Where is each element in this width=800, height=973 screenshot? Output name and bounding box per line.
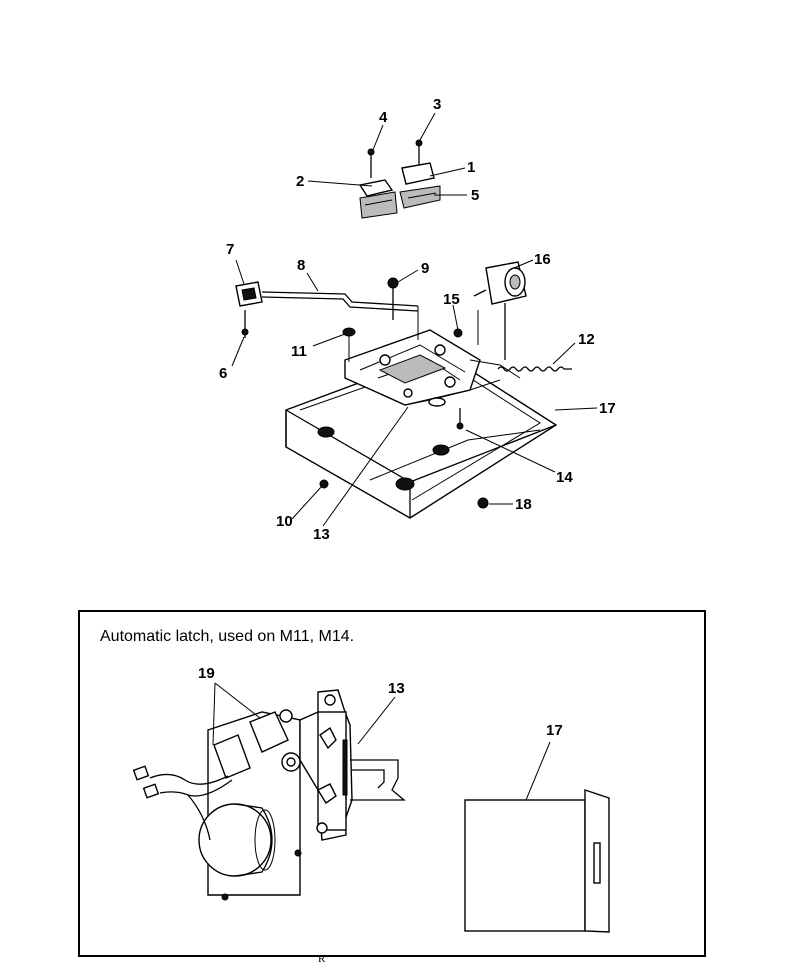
inset-leader-lines — [212, 682, 551, 801]
callout-3: 3 — [433, 96, 441, 113]
callout-17: 17 — [599, 400, 616, 417]
callout-6: 6 — [219, 365, 227, 382]
actuator-rod — [261, 291, 419, 340]
switch-assembly — [358, 139, 441, 219]
callout-4: 4 — [379, 109, 388, 126]
spring — [497, 366, 572, 372]
callout-16: 16 — [534, 251, 551, 268]
inset-callout-13: 13 — [388, 680, 405, 697]
callout-7: 7 — [226, 241, 234, 258]
part-17-plate — [464, 789, 610, 933]
automatic-latch-drawing — [132, 689, 406, 901]
callout-8: 8 — [297, 257, 305, 274]
inset-callout-19: 19 — [198, 665, 215, 682]
inset-callout-17: 17 — [546, 722, 563, 739]
callout-11: 11 — [291, 343, 307, 360]
inset-frame — [78, 610, 706, 957]
callout-1: 1 — [467, 159, 475, 176]
solenoid — [473, 261, 527, 360]
callout-13: 13 — [313, 526, 330, 543]
footer-mark: R — [318, 953, 326, 965]
inset-title: Automatic latch, used on M11, M14. — [100, 628, 355, 645]
callout-12: 12 — [578, 331, 595, 348]
callout-18: 18 — [515, 496, 532, 513]
callout-2: 2 — [296, 173, 304, 190]
latch-mechanism — [344, 329, 521, 407]
leader-lines — [231, 112, 598, 527]
callout-14: 14 — [556, 469, 573, 486]
callout-9: 9 — [421, 260, 429, 277]
callout-10: 10 — [276, 513, 293, 530]
callout-15: 15 — [443, 291, 460, 308]
switch-7 — [235, 281, 263, 307]
callout-5: 5 — [471, 187, 479, 204]
